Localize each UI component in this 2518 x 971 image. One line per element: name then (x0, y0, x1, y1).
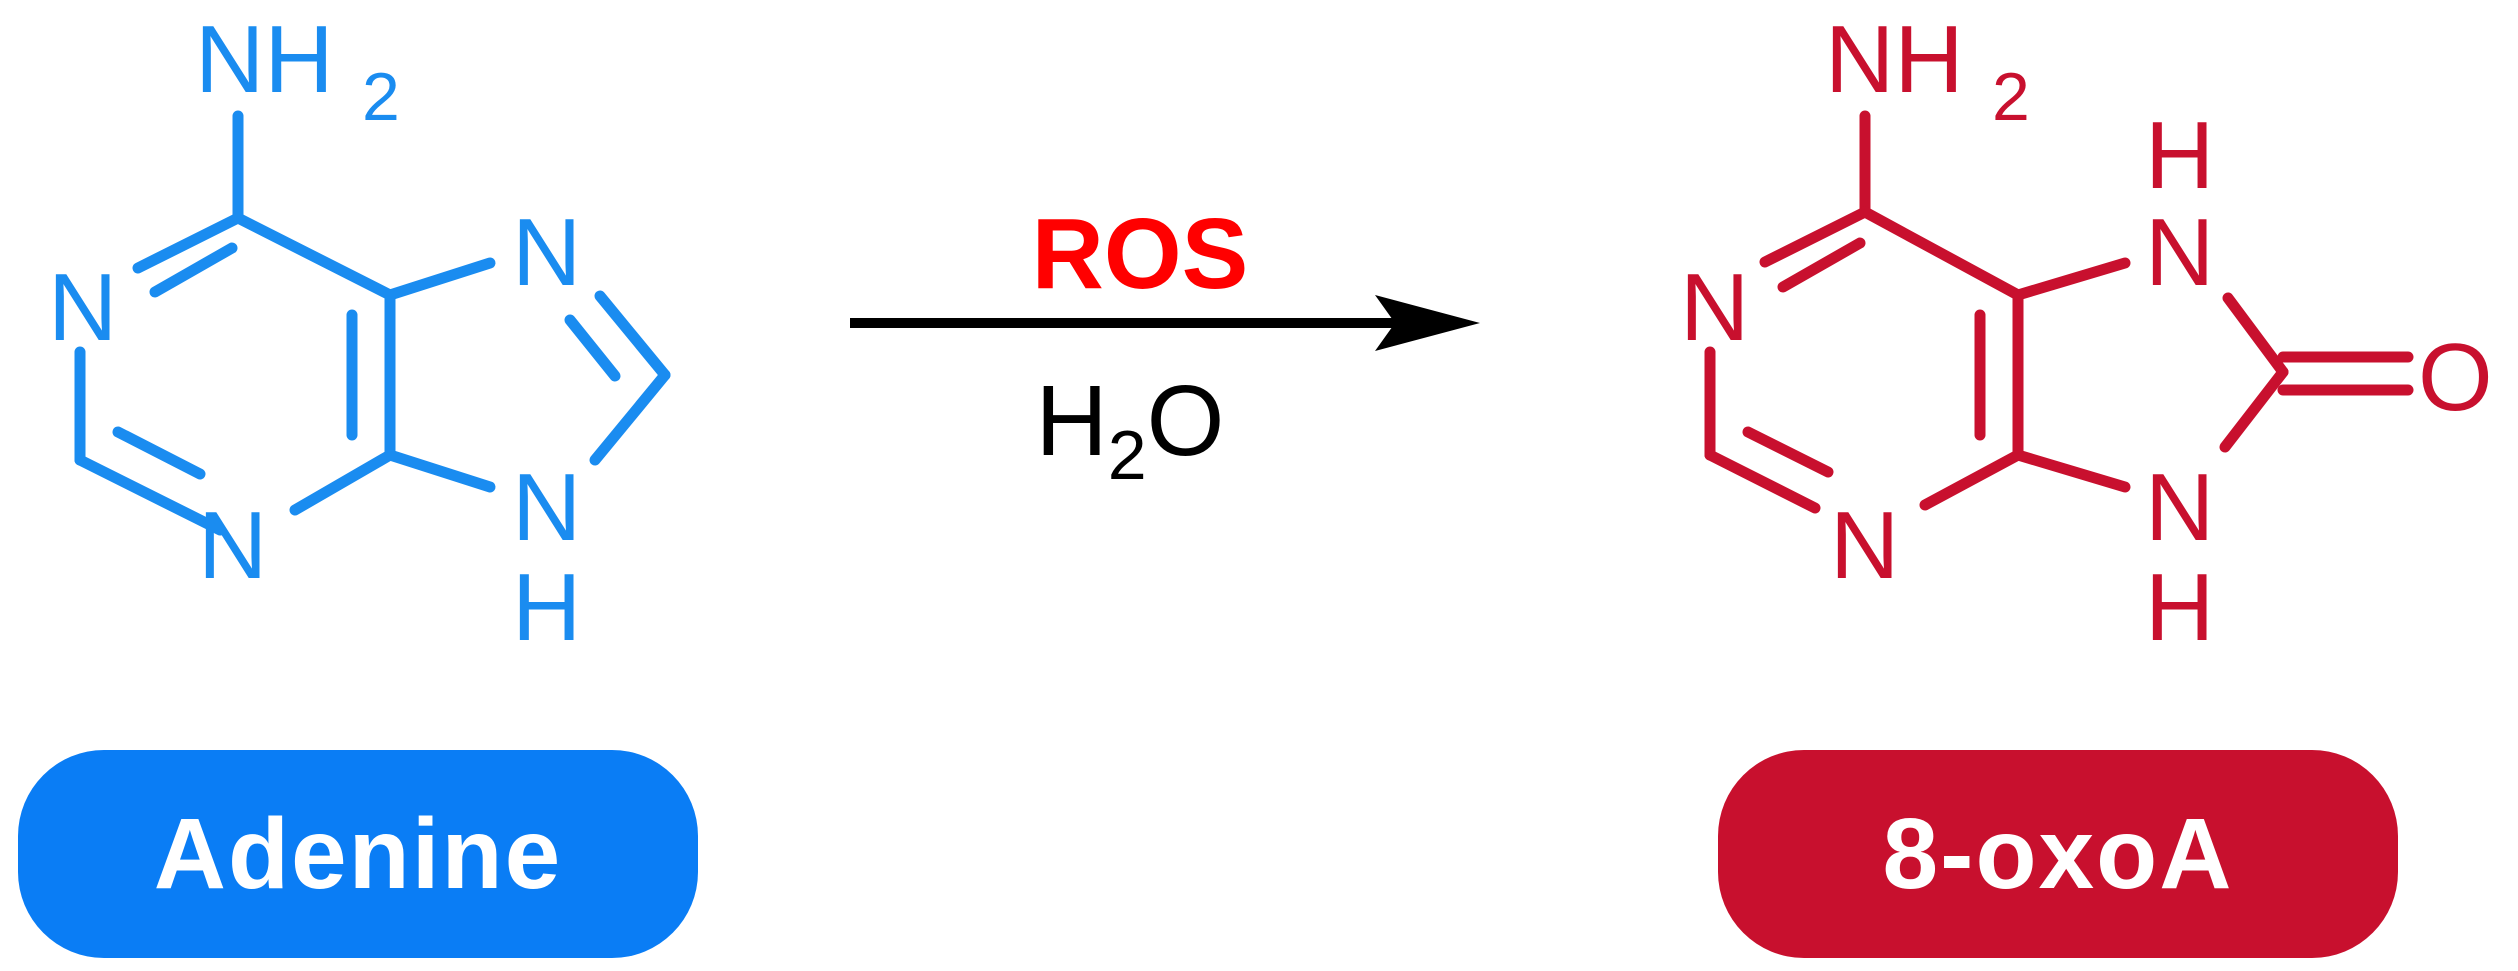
bond-c6-n1-inner (1777, 237, 1866, 293)
bond-c5-n7 (2012, 257, 2131, 301)
8-oxoa-n1: N (1680, 254, 1749, 361)
adenine-h9: H (512, 554, 581, 661)
bond-n7-c8 (2222, 292, 2289, 378)
bond-c5-c6 (232, 212, 396, 301)
8-oxoa-label-badge: 8-oxoA (1718, 750, 2398, 958)
adenine-structure (74, 110, 671, 536)
8-oxoa-n3: N (1830, 492, 1899, 599)
bond-c6-n1 (132, 212, 244, 274)
bond-c2-n3 (1704, 449, 1821, 514)
bond-c2-n3 (74, 454, 226, 536)
8-oxoa-h7: H (2145, 102, 2214, 209)
adenine-n9: N (512, 454, 581, 561)
bond-n9-c4 (2012, 449, 2131, 493)
bond-n3-c4 (1919, 449, 2024, 511)
8-oxoa-o8: O (2418, 324, 2493, 431)
bond-c8-n9 (2219, 366, 2289, 453)
adenine-atoms: N N N N H NH 2 (48, 6, 581, 661)
bond-c8-n9 (589, 369, 671, 466)
water-o: O (1147, 365, 1225, 477)
reaction-arrow (850, 295, 1480, 351)
reagent-water: H2O (1036, 365, 1225, 494)
adenine-n1: N (48, 254, 117, 361)
bond-c6-n1 (1759, 206, 1871, 268)
bond-c6-n1-inner (149, 242, 238, 298)
8-oxoa-n9: N (2145, 454, 2214, 561)
reagent-ros: ROS (1032, 198, 1249, 310)
bond-c5-n7 (384, 257, 496, 301)
bond-n3-c4 (289, 449, 396, 516)
bond-c5-c6 (1859, 206, 2024, 301)
bond-n7-c8 (594, 290, 671, 381)
8-oxoa-h9: H (2145, 554, 2214, 661)
adenine-nh2-sub: 2 (362, 59, 400, 135)
8-oxoa-nh2-sub: 2 (1992, 59, 2030, 135)
arrow-head (1375, 295, 1480, 351)
adenine-n7: N (512, 199, 581, 306)
8-oxoa-nh2: NH (1825, 6, 1964, 113)
bond-n7-c8-inner (564, 314, 621, 382)
bond-c2-n3-inner (1742, 426, 1834, 478)
adenine-label: Adenine (153, 797, 563, 910)
adenine-label-badge: Adenine (18, 750, 698, 958)
adenine-n3: N (198, 492, 267, 599)
bond-c2-n3-inner (112, 426, 206, 480)
8-oxoa-atoms: N N N H N H O NH 2 (1680, 6, 2493, 661)
8-oxoa-structure (1704, 110, 2414, 514)
8-oxoa-label: 8-oxoA (1882, 797, 2234, 910)
water-sub: 2 (1108, 416, 1147, 494)
bond-n9-c4 (384, 449, 496, 493)
8-oxoa-n7: N (2145, 199, 2214, 306)
water-h: H (1036, 365, 1108, 477)
adenine-nh2: NH (195, 6, 334, 113)
